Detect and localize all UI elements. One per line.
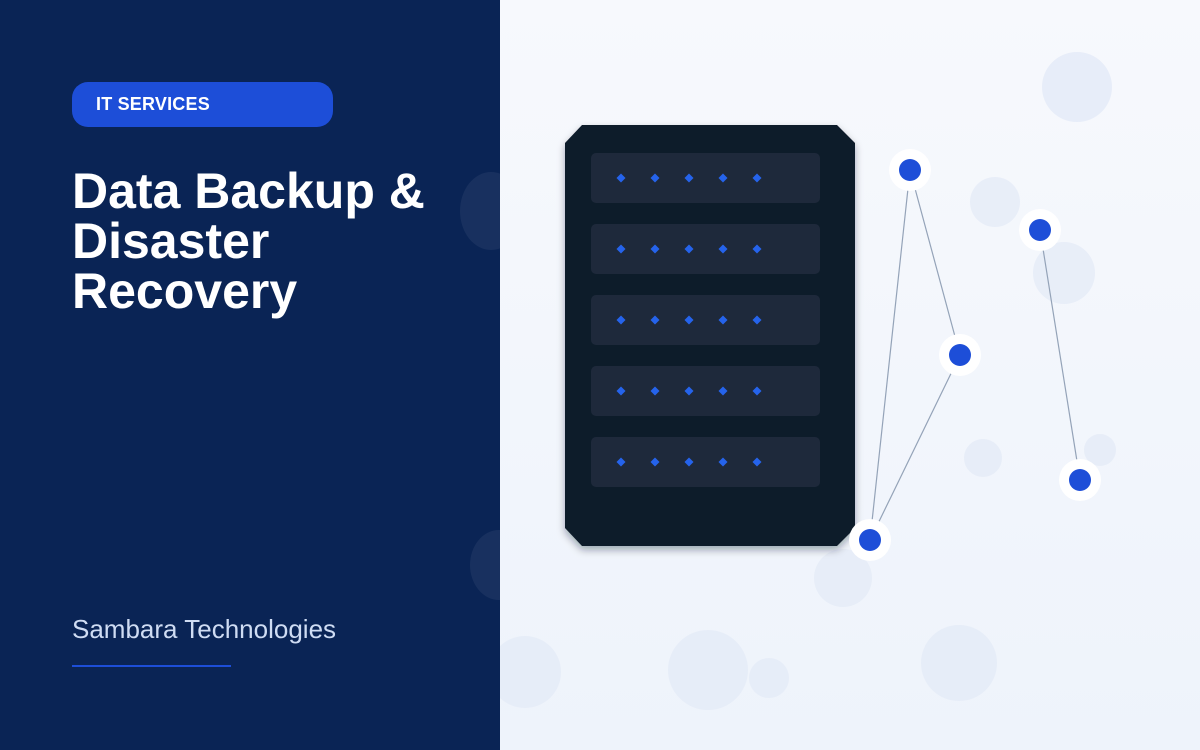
status-led bbox=[616, 244, 626, 254]
status-led bbox=[752, 315, 762, 325]
network-node bbox=[849, 519, 891, 561]
illustration-panel bbox=[500, 0, 1200, 750]
bubble bbox=[814, 549, 872, 607]
server-bay bbox=[591, 366, 820, 416]
company-name: Sambara Technologies bbox=[72, 614, 337, 644]
status-led bbox=[684, 315, 694, 325]
network-lines bbox=[869, 169, 1081, 541]
server-network-illustration bbox=[500, 52, 1116, 710]
status-led bbox=[718, 244, 728, 254]
status-led bbox=[752, 457, 762, 467]
bubble bbox=[970, 177, 1020, 227]
server-bay bbox=[591, 437, 820, 487]
server-bay bbox=[591, 153, 820, 203]
status-led bbox=[718, 386, 728, 396]
server-bays bbox=[591, 153, 820, 487]
category-tag: IT SERVICES bbox=[72, 82, 333, 127]
server-bay bbox=[591, 224, 820, 274]
status-led bbox=[684, 173, 694, 183]
status-led bbox=[616, 315, 626, 325]
status-led bbox=[616, 173, 626, 183]
status-led bbox=[616, 457, 626, 467]
network-link bbox=[909, 169, 961, 356]
status-led bbox=[684, 386, 694, 396]
bubble bbox=[668, 630, 748, 710]
page-title: Data Backup & Disaster Recovery bbox=[72, 166, 472, 316]
bubble bbox=[1033, 242, 1095, 304]
bubble bbox=[500, 636, 561, 708]
network-link bbox=[869, 354, 961, 541]
server-rack-icon bbox=[565, 125, 855, 546]
network-link bbox=[1039, 229, 1081, 481]
bubble bbox=[1042, 52, 1112, 122]
status-led bbox=[684, 244, 694, 254]
status-led bbox=[650, 457, 660, 467]
decorative-bubble bbox=[470, 530, 500, 600]
status-led bbox=[650, 173, 660, 183]
network-node bbox=[1019, 209, 1061, 251]
bubble bbox=[964, 439, 1002, 477]
title-line-2: Disaster bbox=[72, 213, 270, 269]
bubble bbox=[749, 658, 789, 698]
status-led bbox=[752, 386, 762, 396]
network-node bbox=[889, 149, 931, 191]
status-led bbox=[650, 386, 660, 396]
network-node bbox=[939, 334, 981, 376]
status-led bbox=[650, 244, 660, 254]
network-link bbox=[869, 169, 911, 541]
bubble bbox=[1084, 434, 1116, 466]
title-line-1: Data Backup & bbox=[72, 163, 425, 219]
status-led bbox=[718, 315, 728, 325]
status-led bbox=[718, 457, 728, 467]
title-line-3: Recovery bbox=[72, 263, 298, 319]
server-bay bbox=[591, 295, 820, 345]
accent-divider bbox=[72, 665, 231, 667]
left-panel: IT SERVICES Data Backup & Disaster Recov… bbox=[0, 0, 500, 750]
bubble bbox=[921, 625, 997, 701]
network-node bbox=[1059, 459, 1101, 501]
status-led bbox=[650, 315, 660, 325]
network-nodes bbox=[849, 149, 1101, 561]
status-led bbox=[752, 173, 762, 183]
status-led bbox=[718, 173, 728, 183]
background-bubbles bbox=[500, 52, 1116, 710]
status-led bbox=[616, 386, 626, 396]
status-led bbox=[684, 457, 694, 467]
status-led bbox=[752, 244, 762, 254]
